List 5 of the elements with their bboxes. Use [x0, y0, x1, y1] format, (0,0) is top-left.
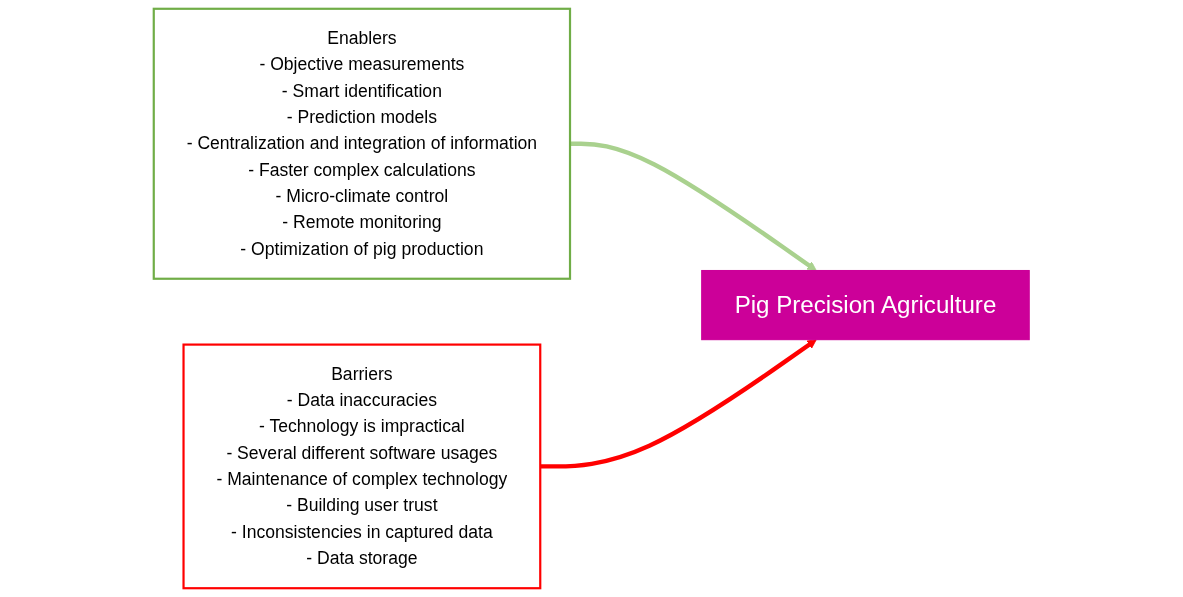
arrow — [540, 339, 817, 469]
node-box: Barriers - Data inaccuracies - Technology is impractical - Several different software usages - Maintenance of complex technology - Building user trust - Inconsistencies in captured data - Data storage — [182, 343, 542, 590]
arrow — [570, 141, 817, 271]
node-box: Enablers - Objective measurements - Smart identification - Prediction models - Centralization and integration of information - Faster complex calculations - Micro-climate control - Remote monitoring - Optimization of pig production — [152, 7, 572, 280]
node-box: Pig Precision Agriculture — [701, 269, 1030, 341]
